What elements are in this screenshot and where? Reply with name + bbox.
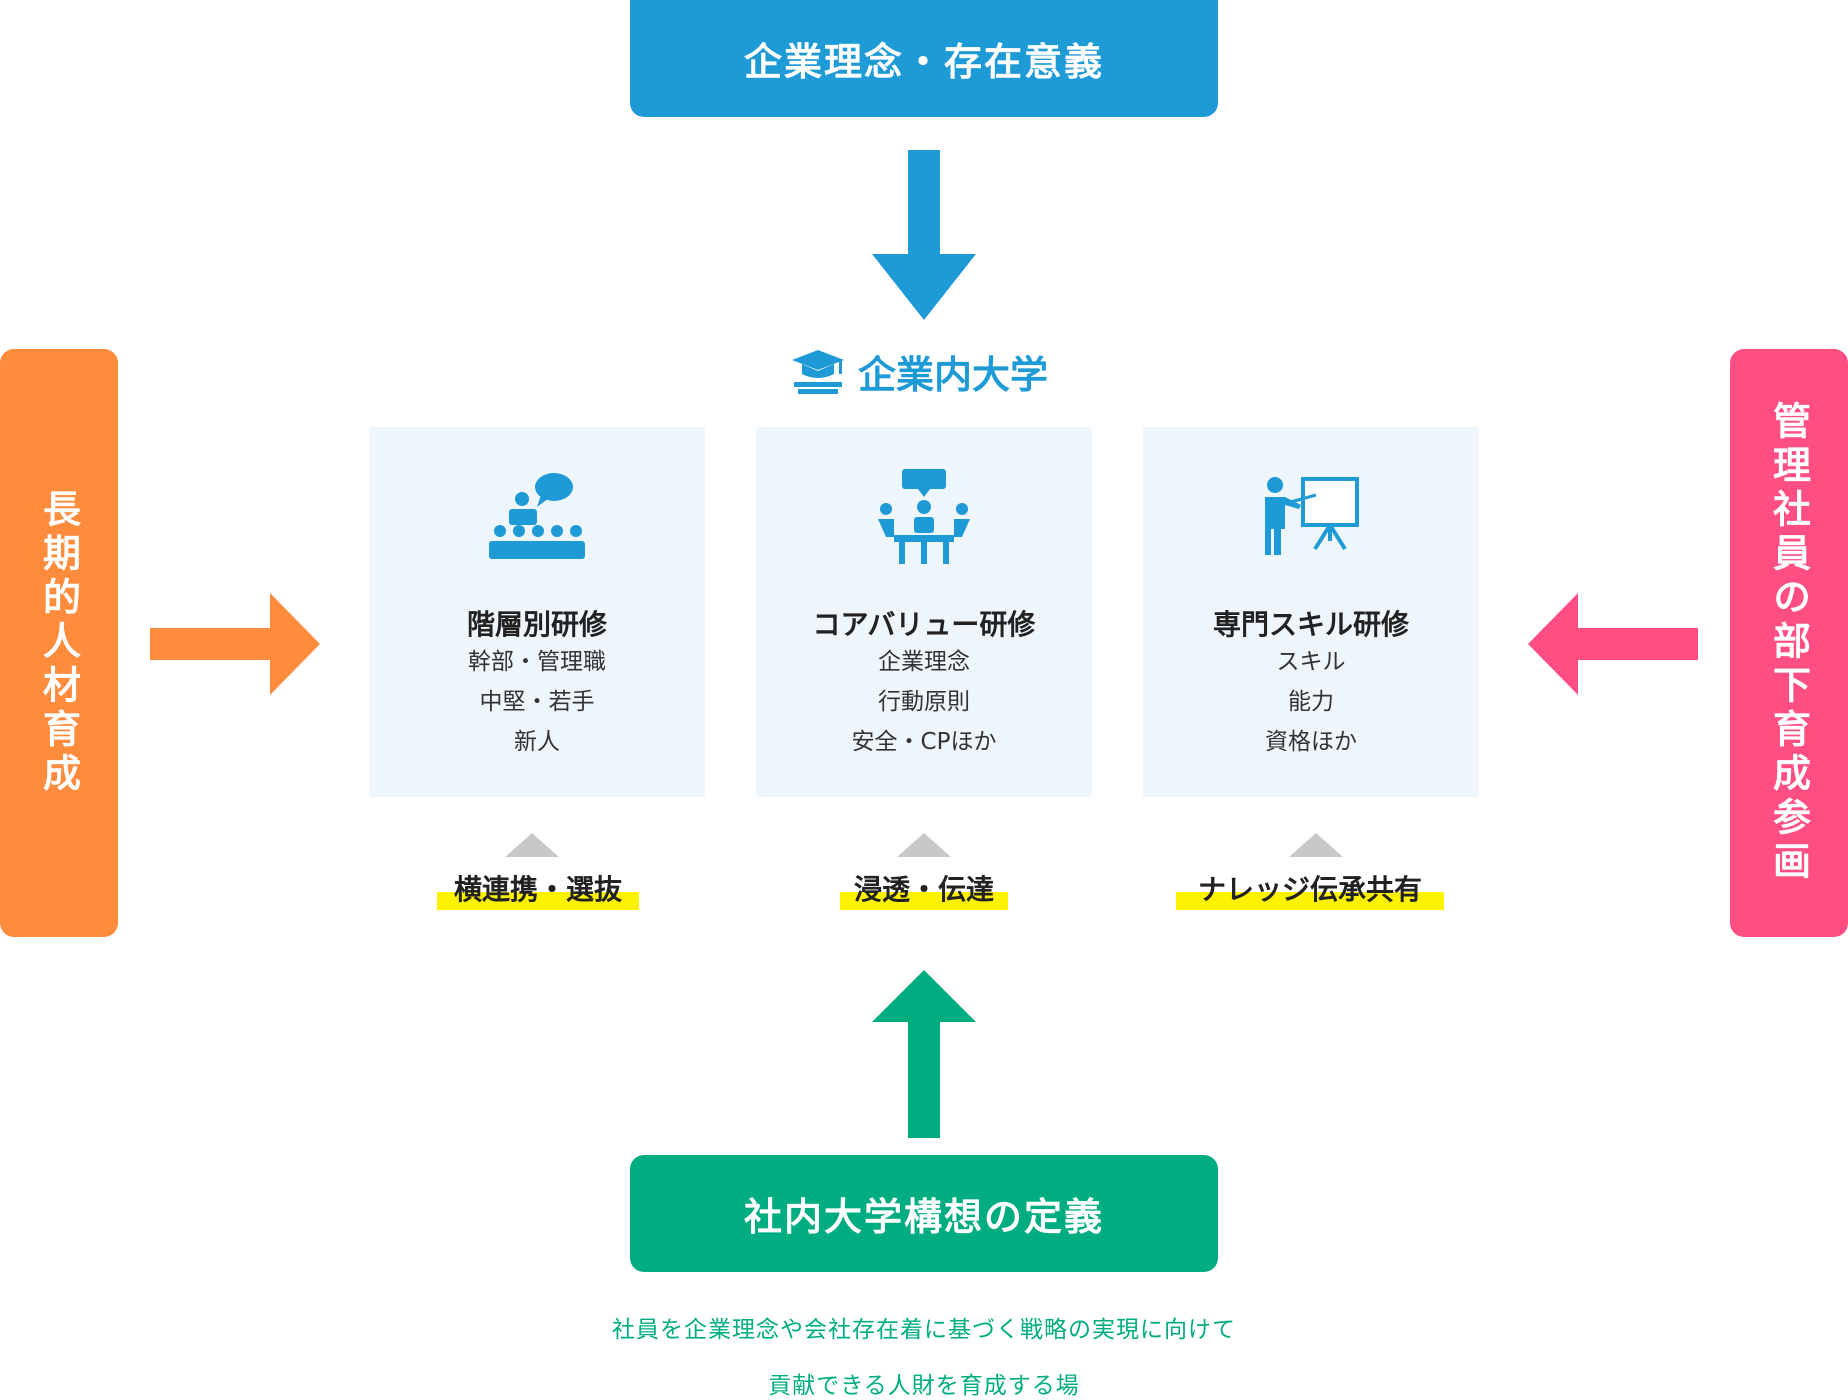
right-arrow-icon (150, 593, 320, 695)
up-arrow-icon (872, 970, 976, 1138)
definition-label: 社内大学構想の定義 (743, 1195, 1104, 1239)
manager-participation-panel: 管理社員の部下育成参画 (1730, 349, 1848, 937)
card-item: 行動原則 (878, 689, 970, 715)
card-hierarchical-training: 階層別研修 幹部・管理職 中堅・若手 新人 (369, 427, 705, 797)
presentation-board-icon (1265, 477, 1359, 555)
philosophy-box: 企業理念・存在意義 (630, 0, 1218, 117)
card-title: コアバリュー研修 (812, 608, 1036, 641)
card-specialized-skill-training: 専門スキル研修 スキル 能力 資格ほか (1143, 427, 1479, 797)
highlight-label: 横連携・選抜 (437, 870, 639, 910)
left-arrow-icon (1528, 593, 1698, 695)
triangle-up-icon (1289, 833, 1343, 857)
card-item-list: スキル 能力 資格ほか (1143, 642, 1479, 762)
philosophy-label: 企業理念・存在意義 (743, 40, 1104, 84)
lecture-audience-icon (489, 473, 585, 559)
card-item: 幹部・管理職 (468, 649, 606, 675)
card-item: スキル (1276, 649, 1346, 675)
highlight-label: 浸透・伝達 (840, 870, 1008, 910)
card-item: 企業理念 (878, 649, 970, 675)
down-arrow-icon (872, 150, 976, 320)
card-title: 専門スキル研修 (1212, 608, 1409, 641)
card-item: 安全・CPほか (851, 729, 997, 755)
left-panel-label: 長期的人材育成 (36, 489, 81, 797)
card-item-list: 企業理念 行動原則 安全・CPほか (756, 642, 1092, 762)
card-item-list: 幹部・管理職 中堅・若手 新人 (369, 642, 705, 762)
card-item: 新人 (514, 729, 560, 755)
card-item: 中堅・若手 (479, 689, 595, 715)
triangle-up-icon (897, 833, 951, 857)
university-title: 企業内大学 (790, 348, 1048, 397)
long-term-development-panel: 長期的人材育成 (0, 349, 118, 937)
highlight-label: ナレッジ伝承共有 (1176, 870, 1444, 910)
group-meeting-icon (878, 469, 970, 564)
graduation-cap-icon (792, 350, 844, 394)
definition-box: 社内大学構想の定義 (630, 1155, 1218, 1272)
card-item: 資格ほか (1265, 729, 1357, 755)
right-panel-label: 管理社員の部下育成参画 (1766, 401, 1811, 885)
card-core-value-training: コアバリュー研修 企業理念 行動原則 安全・CPほか (756, 427, 1092, 797)
university-title-text: 企業内大学 (858, 352, 1049, 397)
definition-description-line1: 社員を企業理念や会社存在着に基づく戦略の実現に向けて (612, 1317, 1236, 1343)
triangle-up-icon (505, 833, 559, 857)
card-item: 能力 (1288, 689, 1334, 715)
definition-description-line2: 貢献できる人財を育成する場 (768, 1373, 1080, 1399)
card-title: 階層別研修 (466, 608, 607, 641)
